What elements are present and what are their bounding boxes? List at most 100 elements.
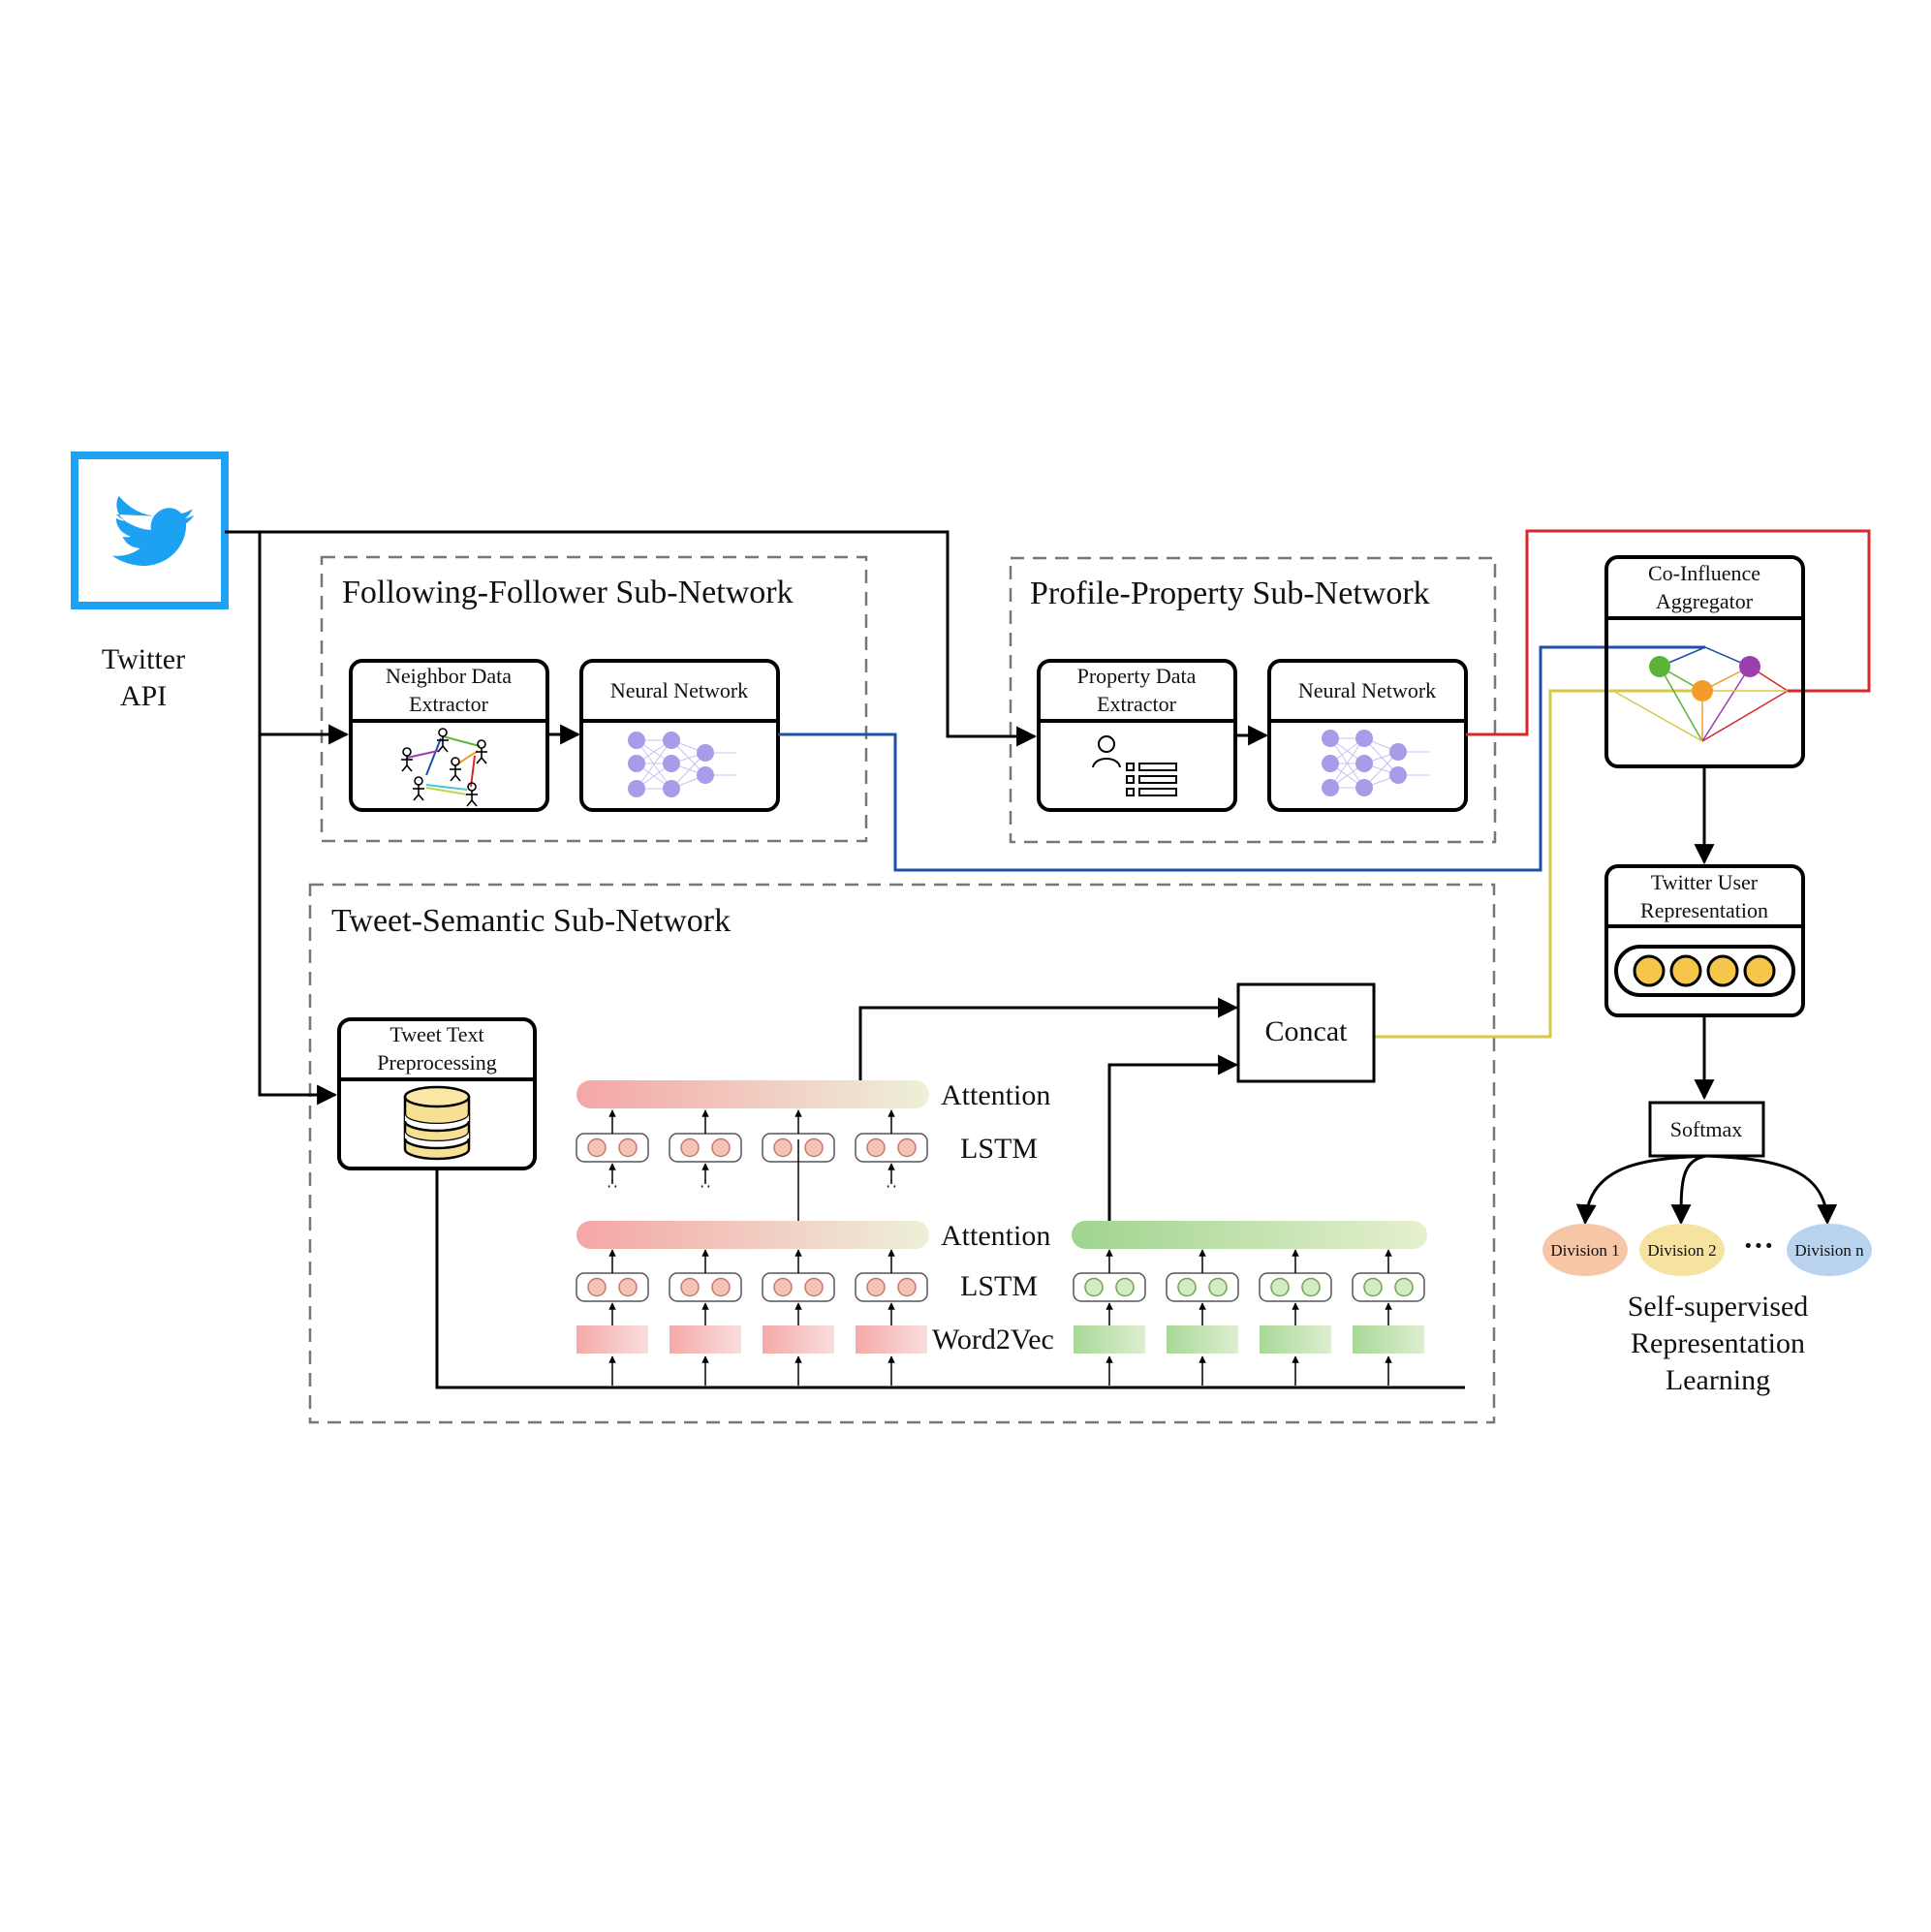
lstm-bottom-cell-unit (618, 1277, 638, 1297)
concat-box: Concat (1236, 982, 1376, 1083)
following-subnetwork-frame (320, 555, 868, 843)
word2vec-label: Word2Vec (932, 1324, 1054, 1356)
co-influence-title-line2: Aggregator (1656, 589, 1754, 613)
neighbor-extractor-title-line2: Extractor (409, 692, 489, 716)
neighbor-data-extractor: Neighbor Data Extractor (349, 659, 549, 812)
twitter-api-label-line2: API (120, 680, 167, 712)
lstm-bottom-cell (669, 1272, 742, 1302)
twitter-logo-frame (71, 452, 229, 609)
preprocessing-title-line1: Tweet Text (389, 1022, 483, 1046)
lstm-bottom-cell-unit (1363, 1277, 1383, 1297)
tweet-subnetwork-title: Tweet-Semantic Sub-Network (331, 903, 731, 939)
word2vec-embedding-pink (576, 1325, 648, 1354)
lstm-bottom-cell (1259, 1272, 1332, 1302)
co-influence-aggregator: Co-Influence Aggregator (1604, 555, 1805, 768)
lstm-bottom-cell-unit (711, 1277, 731, 1297)
lstm-top-cell-unit (866, 1137, 886, 1158)
lstm-bottom-label: LSTM (960, 1270, 1038, 1302)
tweet-text-preprocessing: Tweet Text Preprocessing (337, 1017, 537, 1170)
division-n: Division n (1787, 1224, 1872, 1276)
twitter-api: Twitter API (71, 452, 229, 712)
lstm-bottom-cell-unit (1115, 1277, 1135, 1297)
lstm-top-cell-unit (711, 1137, 731, 1158)
neural-network-1-title: Neural Network (610, 678, 748, 702)
lstm-bottom-cell-unit (866, 1277, 886, 1297)
word2vec-embedding-green (1167, 1325, 1238, 1354)
following-path-blue (778, 645, 1705, 872)
word2vec-embedding-green (1074, 1325, 1145, 1354)
concat-label: Concat (1265, 1015, 1349, 1047)
lstm-top-cell-unit (773, 1137, 793, 1158)
division-2-label: Division 2 (1647, 1241, 1716, 1260)
lstm-top-cell (855, 1133, 928, 1163)
lstm-bottom-cell-unit (897, 1277, 917, 1297)
lstm-top-cell-unit (897, 1137, 917, 1158)
lstm-bottom-cell-unit (587, 1277, 607, 1297)
api-to-property-arrow (225, 530, 1038, 747)
preprocessing-title-line2: Preprocessing (377, 1050, 496, 1075)
word2vec-embedding-pink (763, 1325, 834, 1354)
lstm-bottom-cell-unit (680, 1277, 700, 1297)
division-1: Division 1 (1542, 1224, 1628, 1276)
softmax-box: Softmax (1648, 1101, 1765, 1158)
aggregation-graph-icon (1612, 646, 1789, 742)
lstm-bottom-cell (1166, 1272, 1239, 1302)
lstm-bottom-cell-unit (773, 1277, 793, 1297)
lstm-bottom-cell-unit (804, 1277, 824, 1297)
softmax-label: Softmax (1670, 1117, 1743, 1141)
lstm-bottom-cell-unit (1208, 1277, 1228, 1297)
lstm-top-input-dots: ∴ (701, 1176, 710, 1193)
word2vec-embedding-pink (856, 1325, 927, 1354)
api-connections (225, 530, 1269, 1106)
word2vec-embedding-green (1353, 1325, 1424, 1354)
lstm-bottom-cell-unit (1084, 1277, 1104, 1297)
lstm-bottom-cell-unit (1301, 1277, 1321, 1297)
property-extractor-title-line1: Property Data (1077, 664, 1197, 688)
twitter-bird-icon (112, 495, 195, 567)
attention-top-bar (576, 1080, 929, 1108)
social-graph-icon (401, 728, 487, 807)
attention-green-to-concat-arrow (1107, 1054, 1239, 1221)
database-icon (403, 1085, 471, 1161)
profile-list-icon (1092, 735, 1177, 796)
purple-node (1739, 656, 1760, 677)
attention-top-label: Attention (941, 1079, 1050, 1111)
tweet-semantic-columns: ∴ ∴ ∴ (576, 1109, 1425, 1386)
tweet-feed-line (435, 1169, 1465, 1389)
softmax-branches (1575, 1154, 1838, 1226)
lstm-top-cell-unit (587, 1137, 607, 1158)
following-subnetwork-title: Following-Follower Sub-Network (342, 575, 794, 610)
property-data-extractor: Property Data Extractor (1037, 659, 1237, 812)
orange-node (1692, 680, 1713, 701)
lstm-top-input-dots: ∴ (887, 1176, 896, 1193)
lstm-top-cell (576, 1133, 649, 1163)
division-ellipsis: ··· (1743, 1228, 1774, 1262)
attention-bottom-green-bar (1072, 1221, 1427, 1249)
word2vec-embedding-pink (670, 1325, 741, 1354)
division-2: Division 2 (1639, 1224, 1725, 1276)
representation-title-line1: Twitter User (1651, 870, 1759, 894)
lstm-top-cell-unit (680, 1137, 700, 1158)
tweet-subnetwork-frame (308, 883, 1496, 1424)
lstm-top-cell (669, 1133, 742, 1163)
lstm-bottom-cell (762, 1272, 835, 1302)
profile-path-red (1466, 529, 1871, 736)
lstm-top-label: LSTM (960, 1133, 1038, 1165)
twitter-user-representation: Twitter User Representation (1604, 864, 1805, 1017)
neural-network-icon (628, 732, 736, 797)
api-to-tweet-arrow (258, 532, 338, 1106)
green-node (1649, 656, 1670, 677)
output-caption-line3: Learning (1666, 1364, 1770, 1396)
lstm-bottom-cell (1073, 1272, 1146, 1302)
lstm-top-input-dots: ∴ (607, 1176, 617, 1193)
neural-network-icon (1322, 730, 1429, 796)
division-n-label: Division n (1794, 1241, 1864, 1260)
lstm-bottom-cell (576, 1272, 649, 1302)
lstm-bottom-cell-unit (1394, 1277, 1414, 1297)
twitter-api-label-line1: Twitter (102, 643, 185, 675)
lstm-top-cell-unit (618, 1137, 638, 1158)
profile-subnetwork-frame (1009, 556, 1497, 844)
attention-bottom-pink-bar (576, 1221, 929, 1249)
lstm-bottom-cell (1352, 1272, 1425, 1302)
